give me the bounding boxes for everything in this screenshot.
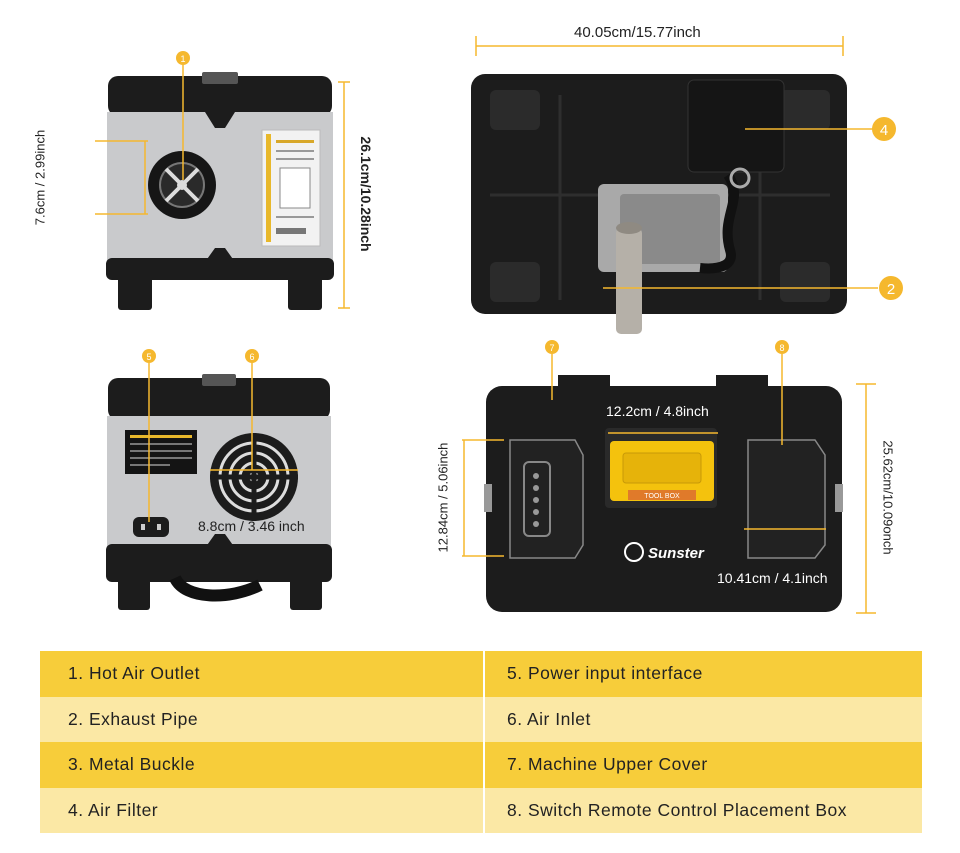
legend-row: 3. Metal Buckle 7. Machine Upper Cover <box>40 742 922 788</box>
legend-item-3: 3. Metal Buckle <box>68 754 196 775</box>
legend-table: 1. Hot Air Outlet 5. Power input interfa… <box>40 651 922 833</box>
legend-row: 2. Exhaust Pipe 6. Air Inlet <box>40 696 922 742</box>
cover-height-label: 12.84cm / 5.06inch <box>435 442 451 553</box>
height-label: 26.1cm/10.28inch <box>358 136 374 252</box>
toolbox-label: TOOL BOX <box>644 493 680 500</box>
length-label: 40.05cm/15.77inch <box>574 24 701 41</box>
legend-item-2: 2. Exhaust Pipe <box>68 708 199 729</box>
width-label: 25.62cm/10.09onch <box>880 440 896 555</box>
legend-item-7: 7. Machine Upper Cover <box>483 742 922 788</box>
callout-6: 6 <box>249 352 254 362</box>
legend-item-6: 6. Air Inlet <box>483 696 922 742</box>
legend-item-5: 5. Power input interface <box>483 651 922 697</box>
legend-item-8: 8. Switch Remote Control Placement Box <box>483 787 922 833</box>
callout-7: 7 <box>549 343 554 353</box>
top-view-image: 4 2 <box>471 36 903 334</box>
brand-logo: Sunster <box>648 545 705 562</box>
legend-row: 1. Hot Air Outlet 5. Power input interfa… <box>40 651 922 697</box>
inlet-diameter-label: 8.8cm / 3.46 inch <box>198 518 305 534</box>
lid-view-image: TOOL BOX Sunster 7 8 <box>462 340 876 614</box>
callout-5: 5 <box>146 352 151 362</box>
legend-item-1: 1. Hot Air Outlet <box>68 663 201 684</box>
legend-row: 4. Air Filter 8. Switch Remote Control P… <box>40 787 922 833</box>
legend-item-4: 4. Air Filter <box>68 799 159 820</box>
back-view-image: 5 6 <box>106 349 332 610</box>
callout-8: 8 <box>779 343 784 353</box>
callout-2: 2 <box>887 281 895 298</box>
front-view-image: 1 <box>95 51 350 310</box>
outlet-diameter-label: 7.6cm / 2.99inch <box>32 129 48 226</box>
handle-width-label: 12.2cm / 4.8inch <box>606 403 709 419</box>
callout-4: 4 <box>880 122 888 139</box>
callout-1: 1 <box>180 54 185 64</box>
box-width-label: 10.41cm / 4.1inch <box>717 570 828 586</box>
